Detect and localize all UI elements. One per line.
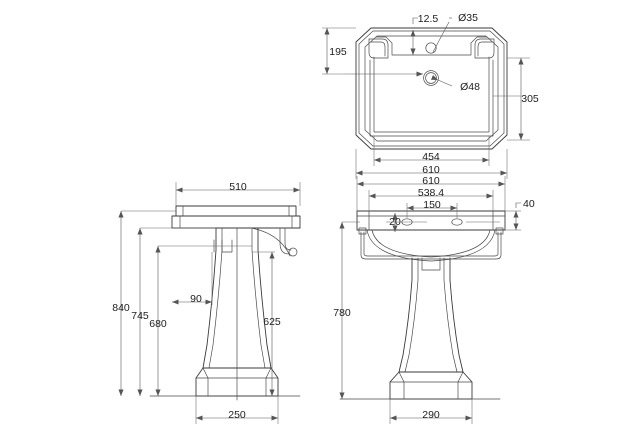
dim-610-plan: 610 xyxy=(422,164,440,176)
dim-90: 90 xyxy=(190,293,202,305)
dim-780: 780 xyxy=(333,307,351,319)
dim-250: 250 xyxy=(228,409,246,421)
dim-40: 40 xyxy=(523,198,535,210)
plan-view-dimensions: 12.5 Ø35 Ø48 195 305 xyxy=(322,12,539,179)
dim-840: 840 xyxy=(112,302,130,314)
dim-454: 454 xyxy=(422,151,440,163)
side-elevation-dimensions: 510 840 745 680 90 625 25 xyxy=(112,181,301,424)
plan-view-geometry xyxy=(355,27,508,150)
dim-625: 625 xyxy=(263,316,281,328)
dim-745: 745 xyxy=(131,310,149,322)
dim-290: 290 xyxy=(422,409,440,421)
dim-12-5: 12.5 xyxy=(418,13,439,25)
side-elevation-geometry xyxy=(149,205,301,401)
dim-510: 510 xyxy=(229,181,247,193)
front-elevation-geometry xyxy=(339,210,506,400)
dim-610-front: 610 xyxy=(422,175,440,187)
dim-dia-48: Ø48 xyxy=(460,81,480,93)
front-elevation-dimensions: 610 538.4 150 40 20 780 xyxy=(333,175,535,424)
dim-195: 195 xyxy=(329,46,347,58)
dim-dia-35: Ø35 xyxy=(458,12,478,24)
dim-680: 680 xyxy=(149,318,167,330)
dim-305: 305 xyxy=(521,93,539,105)
dim-150: 150 xyxy=(423,199,441,211)
dim-538-4: 538.4 xyxy=(418,187,444,199)
